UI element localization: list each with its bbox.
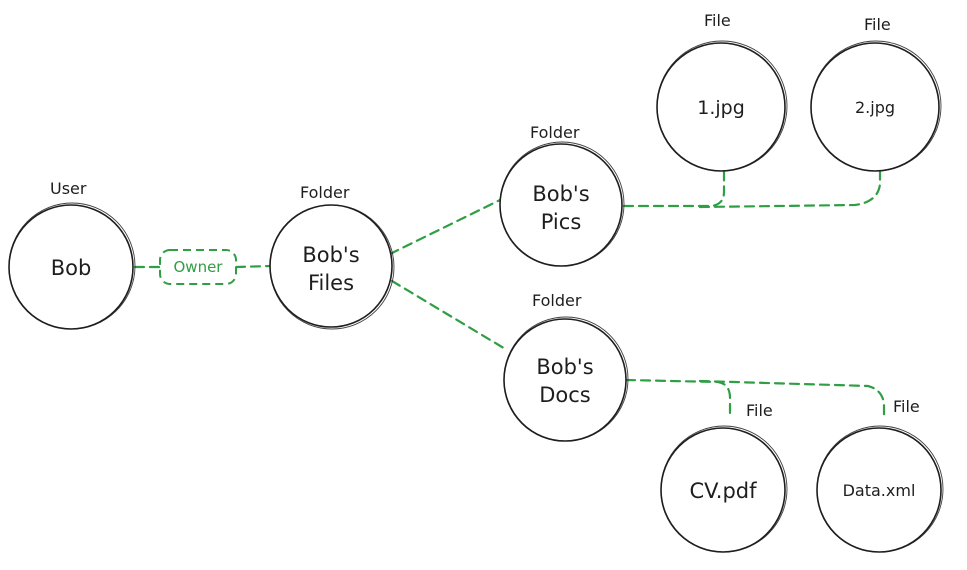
node-label: Data.xml: [843, 481, 916, 500]
node-circle-sketch: [503, 316, 629, 442]
node-type-label: File: [746, 401, 773, 420]
node-circle-sketch: [656, 40, 788, 172]
node-type-label: Folder: [300, 183, 350, 202]
node-circle-sketch: [816, 425, 944, 553]
node-circle-sketch: [810, 40, 942, 172]
node-type-label: User: [50, 179, 87, 198]
edge-owner-bobs-files: [234, 264, 273, 269]
node-label: 2.jpg: [855, 98, 895, 117]
edge-bobs-files-bobs-docs: [390, 279, 509, 352]
node-type-label: File: [893, 397, 920, 416]
edge-bobs-files-bobs-pics: [388, 198, 502, 256]
node-label-line-1: Bob's: [532, 182, 589, 206]
node-bobs-docs: Folder Bob's Docs: [503, 291, 629, 442]
node-type-label: File: [704, 11, 731, 30]
node-label-line-2: Files: [308, 271, 354, 295]
node-cv-pdf: File CV.pdf: [660, 401, 788, 553]
node-data-xml: File Data.xml: [816, 397, 944, 553]
node-bobs-pics: Folder Bob's Pics: [499, 123, 625, 267]
owner-label-text: Owner: [174, 258, 224, 276]
node-circle-sketch: [660, 425, 788, 553]
owner-edge-label: Owner: [159, 249, 237, 285]
node-label: 1.jpg: [697, 97, 745, 119]
node-type-label: Folder: [532, 291, 582, 310]
edge-bobs-docs-dataxml: [698, 379, 886, 420]
node-bob: User Bob: [8, 179, 136, 330]
node-type-label: Folder: [530, 123, 580, 142]
node-label-line-2: Docs: [539, 383, 591, 407]
owner-label-box: [159, 249, 237, 285]
node-label: CV.pdf: [689, 479, 757, 503]
node-label: Bob: [51, 256, 92, 280]
node-bobs-files: Folder Bob's Files: [269, 183, 395, 330]
node-2-jpg: File 2.jpg: [810, 15, 942, 172]
edge-bobs-docs-cvpdf: [624, 378, 732, 420]
node-circle-sketch: [8, 202, 136, 330]
node-1-jpg: File 1.jpg: [656, 11, 788, 172]
node-label-line-2: Pics: [541, 210, 582, 234]
edges: [133, 170, 886, 420]
edge-bobs-pics-2jpg: [698, 170, 882, 209]
node-label-line-1: Bob's: [536, 355, 593, 379]
node-type-label: File: [864, 15, 891, 34]
node-label-line-1: Bob's: [302, 243, 359, 267]
edge-bobs-pics-1jpg: [622, 170, 726, 208]
node-circle-sketch: [269, 204, 395, 330]
node-circle-sketch: [499, 141, 625, 267]
